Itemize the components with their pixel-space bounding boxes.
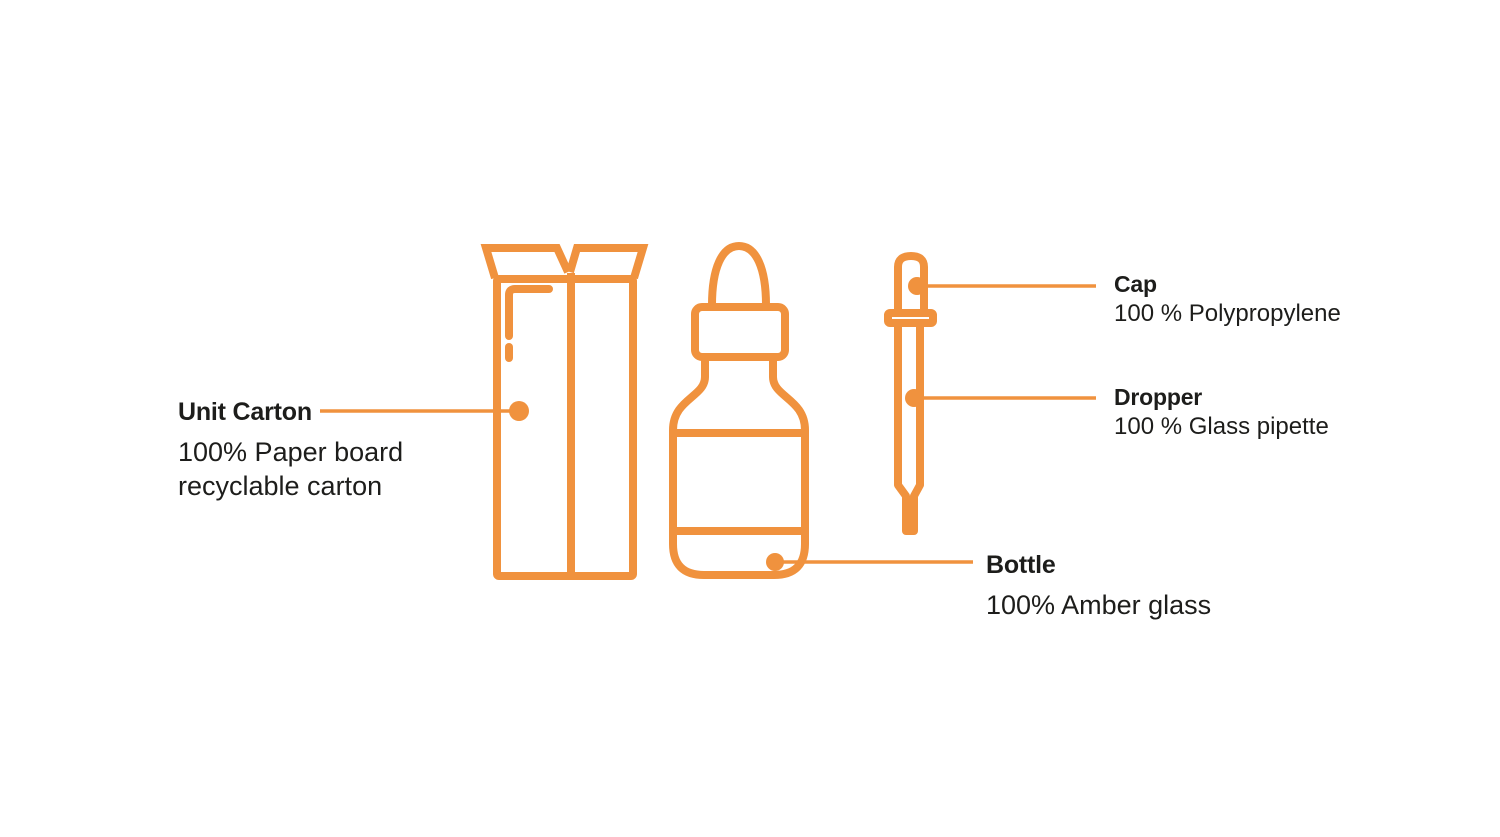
dropper-flange xyxy=(884,309,937,327)
carton-body xyxy=(493,275,637,580)
unit-carton-icon xyxy=(480,244,649,580)
bottle-label: Bottle 100% Amber glass xyxy=(986,551,1211,622)
carton-corner-mark xyxy=(505,285,553,340)
unit-carton-label: Unit Carton 100% Paper board recyclable … xyxy=(178,398,403,503)
marker-dot-bottle xyxy=(766,553,784,571)
unit-carton-description-line1: 100% Paper board xyxy=(178,436,404,467)
dropper-label: Dropper 100 % Glass pipette xyxy=(1114,384,1329,441)
bottle-icon xyxy=(669,241,809,579)
cap-label: Cap 100 % Polypropylene xyxy=(1114,271,1341,328)
dropper-tube xyxy=(894,327,924,535)
unit-carton-description: 100% Paper board recyclable carton xyxy=(178,435,403,503)
dropper-title: Dropper xyxy=(1114,384,1203,410)
cap-description: 100 % Polypropylene xyxy=(1114,300,1341,328)
marker-dots xyxy=(509,277,926,571)
unit-carton-description-line2: recyclable carton xyxy=(178,470,383,501)
carton-flap-left xyxy=(480,244,572,280)
bottle-body xyxy=(669,357,809,579)
carton-flap-right xyxy=(566,244,649,280)
marker-dot-dropper xyxy=(905,389,923,407)
bottle-bulb xyxy=(708,241,770,306)
bottle-cap-band xyxy=(691,303,789,361)
marker-dot-cap xyxy=(908,277,926,295)
marker-dot-unit-carton xyxy=(509,401,529,421)
leader-lines xyxy=(320,284,1096,564)
dropper-icon xyxy=(884,251,937,535)
dropper-description: 100 % Glass pipette xyxy=(1114,413,1329,441)
cap-title: Cap xyxy=(1114,271,1157,297)
bottle-description: 100% Amber glass xyxy=(986,589,1212,620)
unit-carton-title: Unit Carton xyxy=(178,398,312,426)
bottle-title: Bottle xyxy=(986,551,1056,579)
dropper-bulb xyxy=(894,251,928,311)
